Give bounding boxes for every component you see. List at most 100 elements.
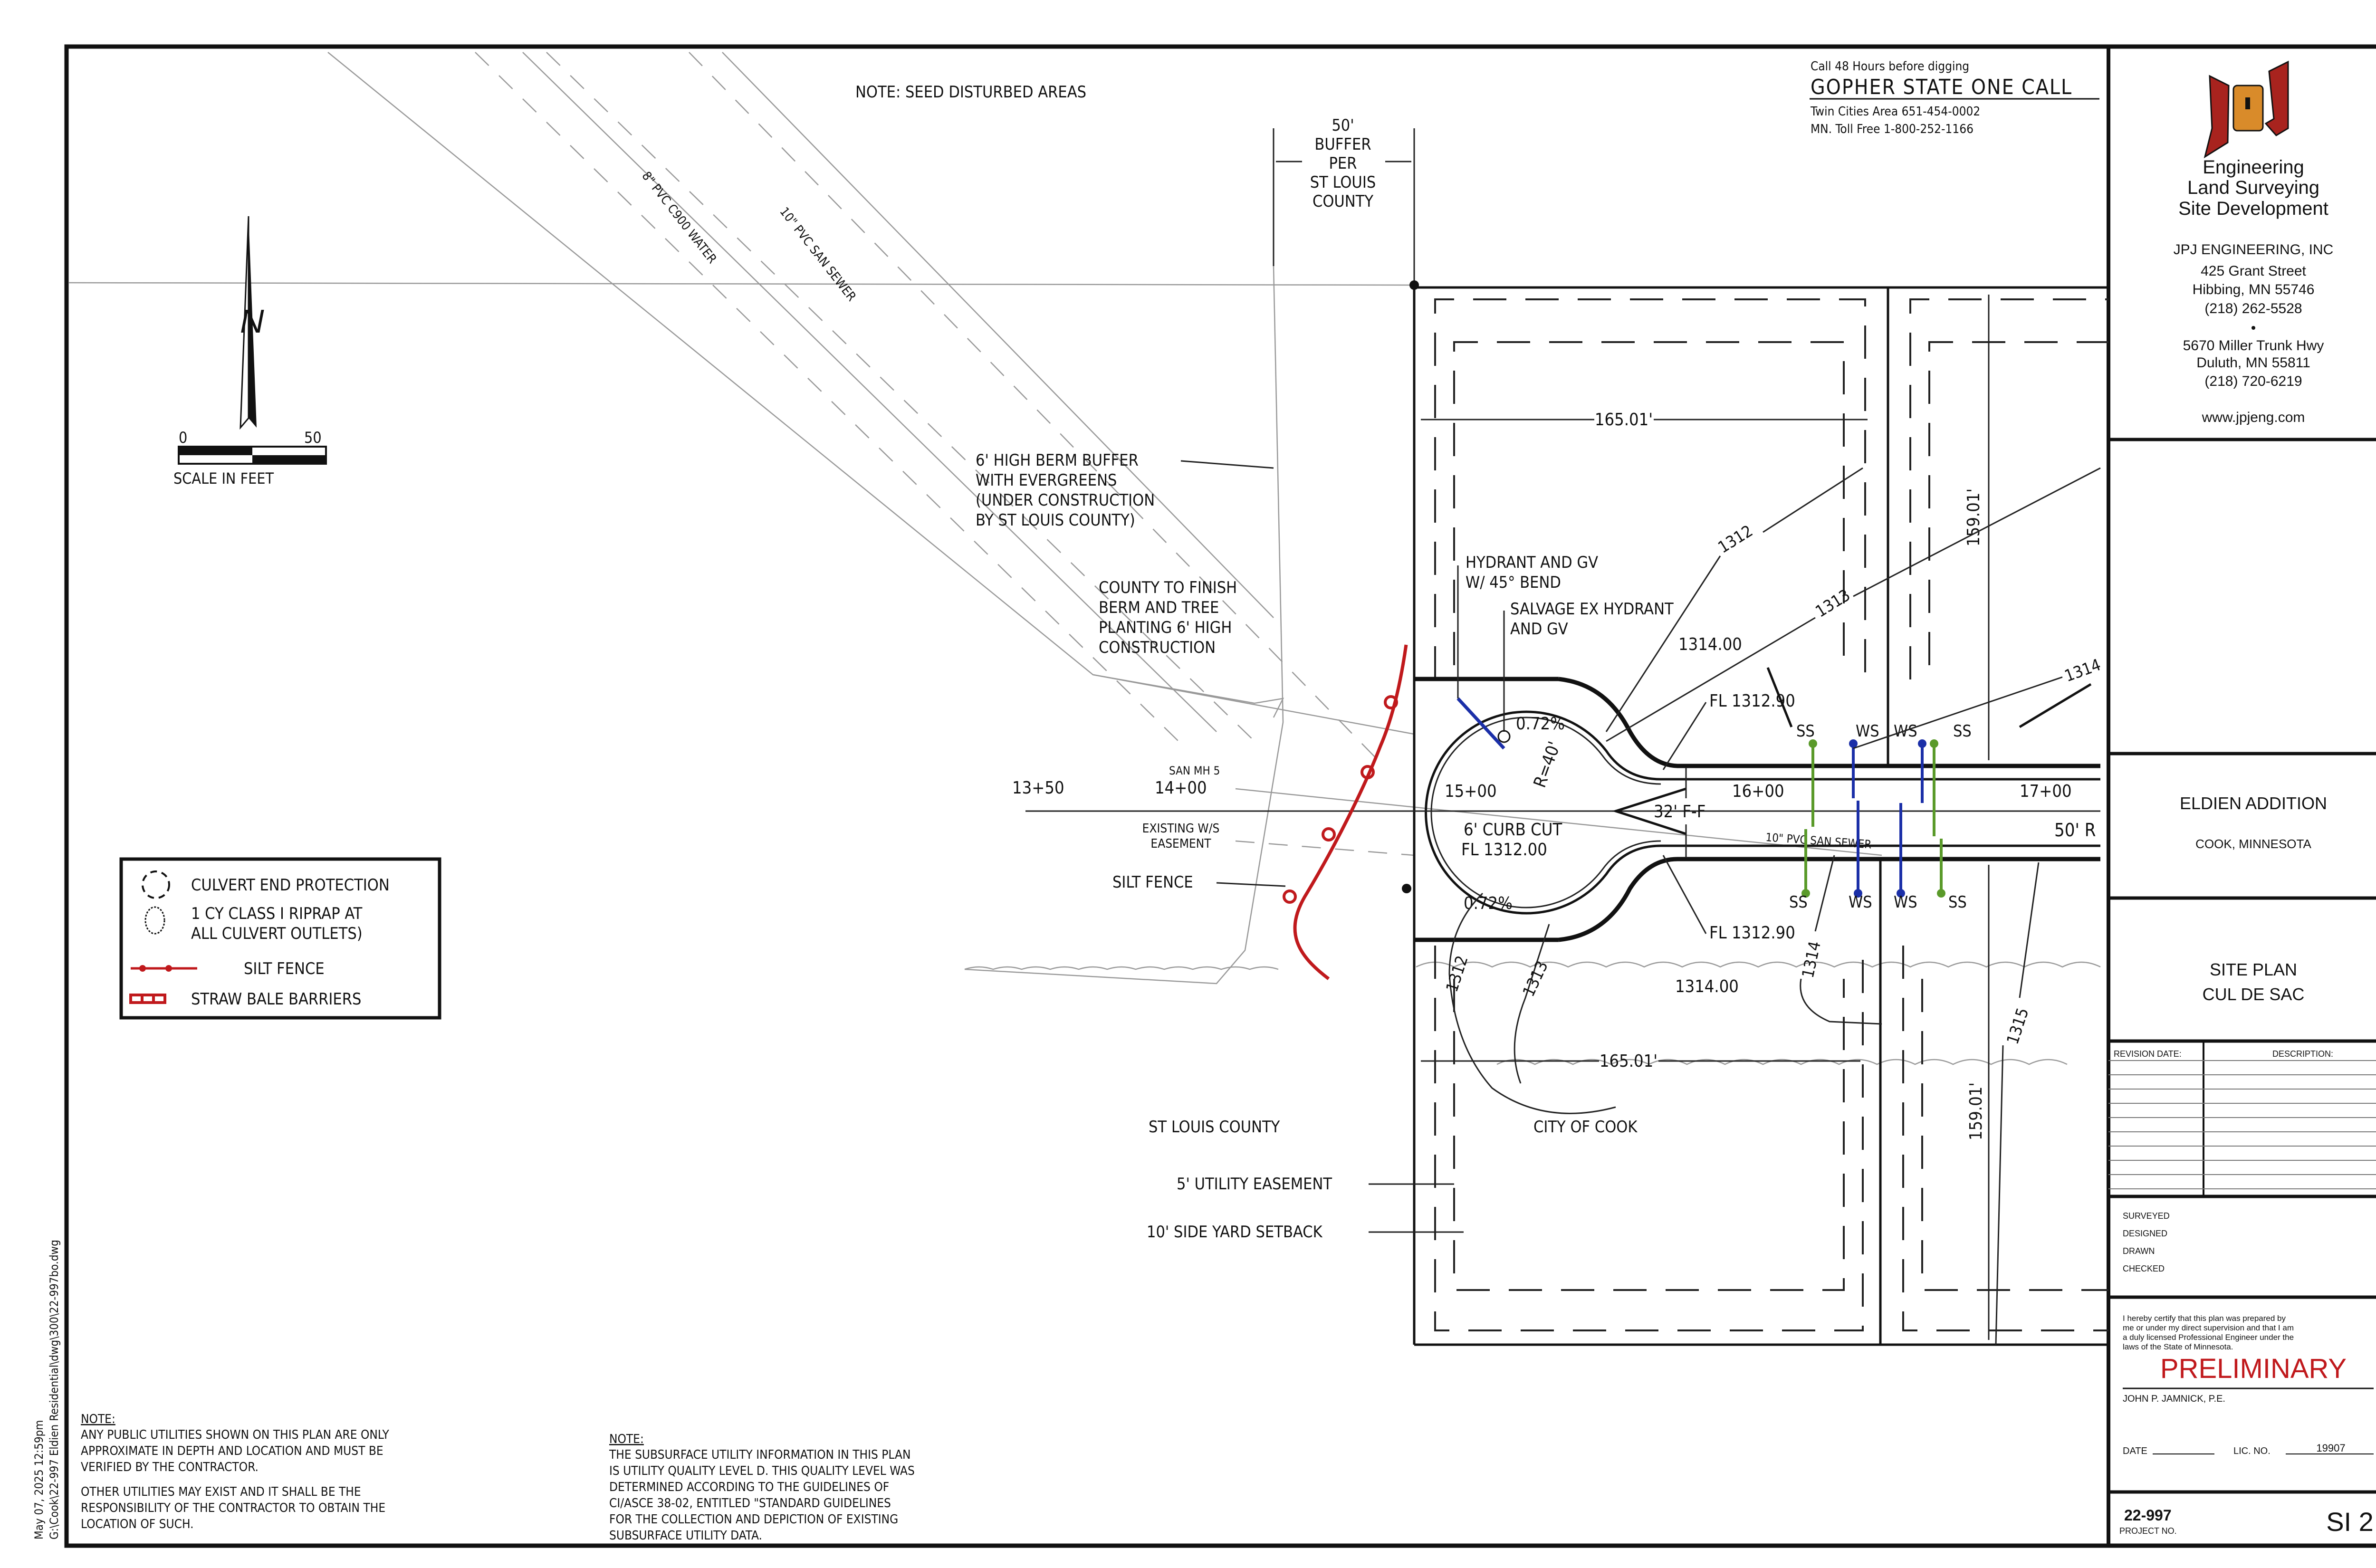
drawing-label: laws of the State of Minnesota. [2123,1342,2233,1351]
license-number: 19907 [2316,1442,2345,1454]
title-block-rows [2108,438,2376,1494]
drawing-label: 1 CY CLASS I RIPRAP AT [191,904,363,923]
subsurface-note: NOTE: THE SUBSURFACE UTILITY INFORMATION… [609,1432,915,1543]
berm-note: 6' HIGH BERM BUFFER WITH EVERGREENS (UND… [976,451,1274,530]
drawing-label: 13+50 [1012,778,1064,798]
office1-city: Hibbing, MN 55746 [2193,282,2315,297]
water-pipe-label: 8" PVC C900 WATER [639,169,719,267]
drawing-label: PLANTING 6' HIGH [1099,618,1232,637]
drawing-label: SS [1789,893,1808,912]
drawing-label: APPROXIMATE IN DEPTH AND LOCATION AND MU… [81,1444,383,1458]
drawing-label: a duly licensed Professional Engineer un… [2123,1333,2294,1342]
radius-label: R=40' [1530,739,1565,790]
drawing-label: WS [1894,893,1917,912]
file-stamp-path: G:\Cook\22-997 Eldien Residential\dwg\30… [48,1240,61,1539]
silt-fence [1283,644,1408,980]
service-surveying: Land Surveying [2187,177,2319,198]
drawing-label: 6' HIGH BERM BUFFER [976,451,1139,470]
drawing-label: THE SUBSURFACE UTILITY INFORMATION IN TH… [609,1448,911,1462]
drawing-label: 1312 [1443,953,1472,994]
license-label: LIC. NO. [2233,1446,2271,1456]
station-labels: 13+50 14+00 15+00 16+00 17+00 [1012,778,2072,801]
drawing-label: PER [1329,154,1357,173]
sheet-border [64,44,2376,1548]
project-number: 22-997 [2124,1507,2172,1524]
water-main-hydrant [1456,697,1505,750]
drawing-label: SUBSURFACE UTILITY DATA. [609,1529,762,1543]
drawing-label: 14+00 [1155,778,1207,798]
role-drawn: DRAWN [2123,1246,2155,1256]
side-setback-label: 10' SIDE YARD SETBACK [1147,1223,1323,1242]
drawing-label: WITH EVERGREENS [976,471,1117,490]
drawing-label: VERIFIED BY THE CONTRACTOR. [81,1460,259,1474]
drawing-label: NOTE: [81,1412,115,1426]
drawing-label: GOPHER STATE ONE CALL [1811,75,2072,99]
drawing-label: COUNTY [1313,192,1373,211]
silt-fence-label: SILT FENCE [1112,873,1193,892]
project-location: COOK, MINNESOTA [2195,837,2311,851]
san-mh-label: SAN MH 5 [1169,764,1220,777]
office2-city: Duluth, MN 55811 [2196,355,2310,371]
drawing-label: DETERMINED ACCORDING TO THE GUIDELINES O… [609,1480,889,1494]
slope-bottom: 0.72% [1464,894,1513,913]
straw-bale-icon [129,994,166,1004]
drawing-label: SILT FENCE [244,959,325,978]
company-website[interactable]: www.jpjeng.com [2202,410,2305,425]
sheet-title-2: CUL DE SAC [2203,985,2305,1004]
drawing-label: ST LOUIS [1310,173,1376,192]
elevation-top: 1314.00 [1678,635,1742,654]
drawing-label: SCALE IN FEET [173,469,274,488]
drawing-label: RESPONSIBILITY OF THE CONTRACTOR TO OBTA… [81,1501,385,1515]
easement-label: EXISTING W/S [1142,822,1220,836]
buffer-dimension: 50' BUFFER PER ST LOUIS COUNTY [1273,116,1415,285]
drawing-label: BY ST LOUIS COUNTY) [976,511,1135,530]
office2-phone: (218) 720-6219 [2204,373,2302,389]
drawing-label: SS [1796,722,1815,741]
drawing-label: SS [1948,893,1967,912]
drawing-label: Twin Cities Area 651-454-0002 [1810,105,1980,119]
file-stamp-date: May 07, 2025 12:59pm [32,1420,46,1539]
silt-fence-icon [131,965,197,972]
company-logo [2204,60,2289,159]
drawing-label: MN. Toll Free 1-800-252-1166 [1811,122,1974,136]
drawing-label: ANY PUBLIC UTILITIES SHOWN ON THIS PLAN … [81,1428,389,1442]
cul-de-sac-road [1025,667,2100,942]
description-header: DESCRIPTION: [2272,1049,2333,1059]
drawing-label: ALL CULVERT OUTLETS) [191,924,363,943]
drawing-label: HYDRANT AND GV [1466,553,1598,572]
drawing-label: BERM AND TREE [1099,598,1219,617]
project-number-label: PROJECT NO. [2119,1526,2177,1536]
project-name: ELDIEN ADDITION [2180,794,2327,813]
hydrant-note: HYDRANT AND GV W/ 45° BEND [1457,553,1598,698]
drawing-label: CULVERT END PROTECTION [191,876,390,895]
drawing-label: (UNDER CONSTRUCTION [976,491,1155,510]
drawing-label: 50' [1332,116,1354,135]
existing-linework [68,52,2101,1065]
certification-text: I hereby certify that this plan was prep… [2123,1314,2294,1351]
revision-table-lines [2108,1060,2376,1189]
sheet-number: SI 2 [2326,1507,2374,1537]
culvert-end-protection-icon [142,870,170,899]
drawing-label: 15+00 [1445,782,1497,801]
company-name: JPJ ENGINEERING, INC [2174,242,2334,258]
drawing-label: WS [1849,893,1872,912]
drawing-label: CI/ASCE 38-02, ENTITLED "STANDARD GUIDEL… [609,1496,891,1511]
elevation-bottom: 1314.00 [1675,977,1739,996]
drawing-label: 1314 [2062,655,2103,686]
drawing-label: NOTE: [609,1432,644,1446]
gopher-one-call: Call 48 Hours before digging GOPHER STAT… [1810,59,2099,136]
engineer-name: JOHN P. JAMNICK, P.E. [2123,1394,2225,1404]
revision-date-header: REVISION DATE: [2114,1049,2182,1059]
lot-width-top: 165.01' [1595,410,1653,430]
city-of-cook-label: CITY OF COOK [1533,1118,1638,1137]
seed-note: NOTE: SEED DISTURBED AREAS [855,83,1086,102]
drawing-label: SS [1953,722,1972,741]
county-finish-note: COUNTY TO FINISH BERM AND TREE PLANTING … [1099,578,1237,657]
date-label: DATE [2123,1446,2147,1456]
scale-bar: 0 50 SCALE IN FEET [173,429,327,488]
road-width: 32' F-F [1654,802,1705,822]
office1-phone: (218) 262-5528 [2204,301,2302,316]
fl-bottom: FL 1312.90 [1709,923,1795,943]
drawing-label: LOCATION OF SUCH. [81,1517,194,1531]
